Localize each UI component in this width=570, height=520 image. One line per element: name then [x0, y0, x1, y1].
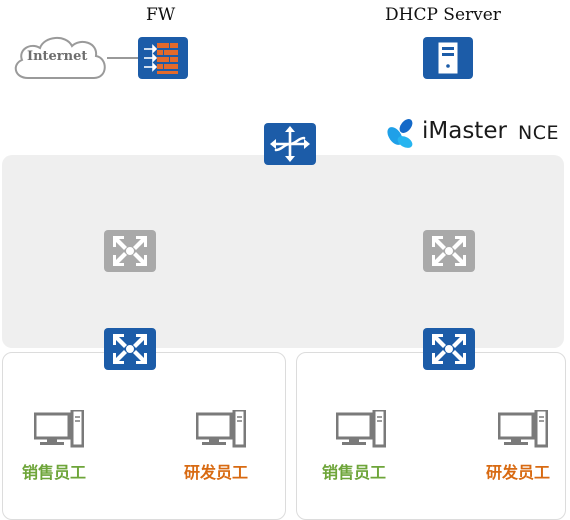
access-switch-icon[interactable]: [104, 328, 156, 370]
terminal-label-sales: 销售员工: [22, 463, 87, 482]
pc-icon[interactable]: [195, 408, 247, 452]
core-switch-icon[interactable]: [423, 230, 475, 272]
internet-cloud: Internet: [10, 32, 110, 82]
terminal-label-rd: 研发员工: [184, 463, 249, 482]
imaster-nce-logo: iMaster NCE: [384, 116, 564, 152]
firewall-icon[interactable]: [138, 37, 188, 79]
pc-icon[interactable]: [33, 408, 85, 452]
fw-label: FW: [146, 5, 176, 25]
imaster-logo-icon: [387, 119, 413, 148]
pc-icon[interactable]: [335, 408, 387, 452]
router-icon[interactable]: [264, 123, 316, 165]
terminal-label-rd: 研发员工: [486, 463, 551, 482]
pc-icon[interactable]: [497, 408, 549, 452]
cloud-icon: [14, 37, 106, 79]
imaster-label: iMaster: [422, 118, 507, 144]
access-switch-icon[interactable]: [423, 328, 475, 370]
server-icon[interactable]: [423, 37, 473, 79]
core-switch-icon[interactable]: [104, 230, 156, 272]
nce-label: NCE: [518, 122, 559, 144]
internet-label: Internet: [27, 49, 88, 64]
terminal-label-sales: 销售员工: [322, 463, 387, 482]
dhcp-server-label: DHCP Server: [385, 5, 501, 25]
